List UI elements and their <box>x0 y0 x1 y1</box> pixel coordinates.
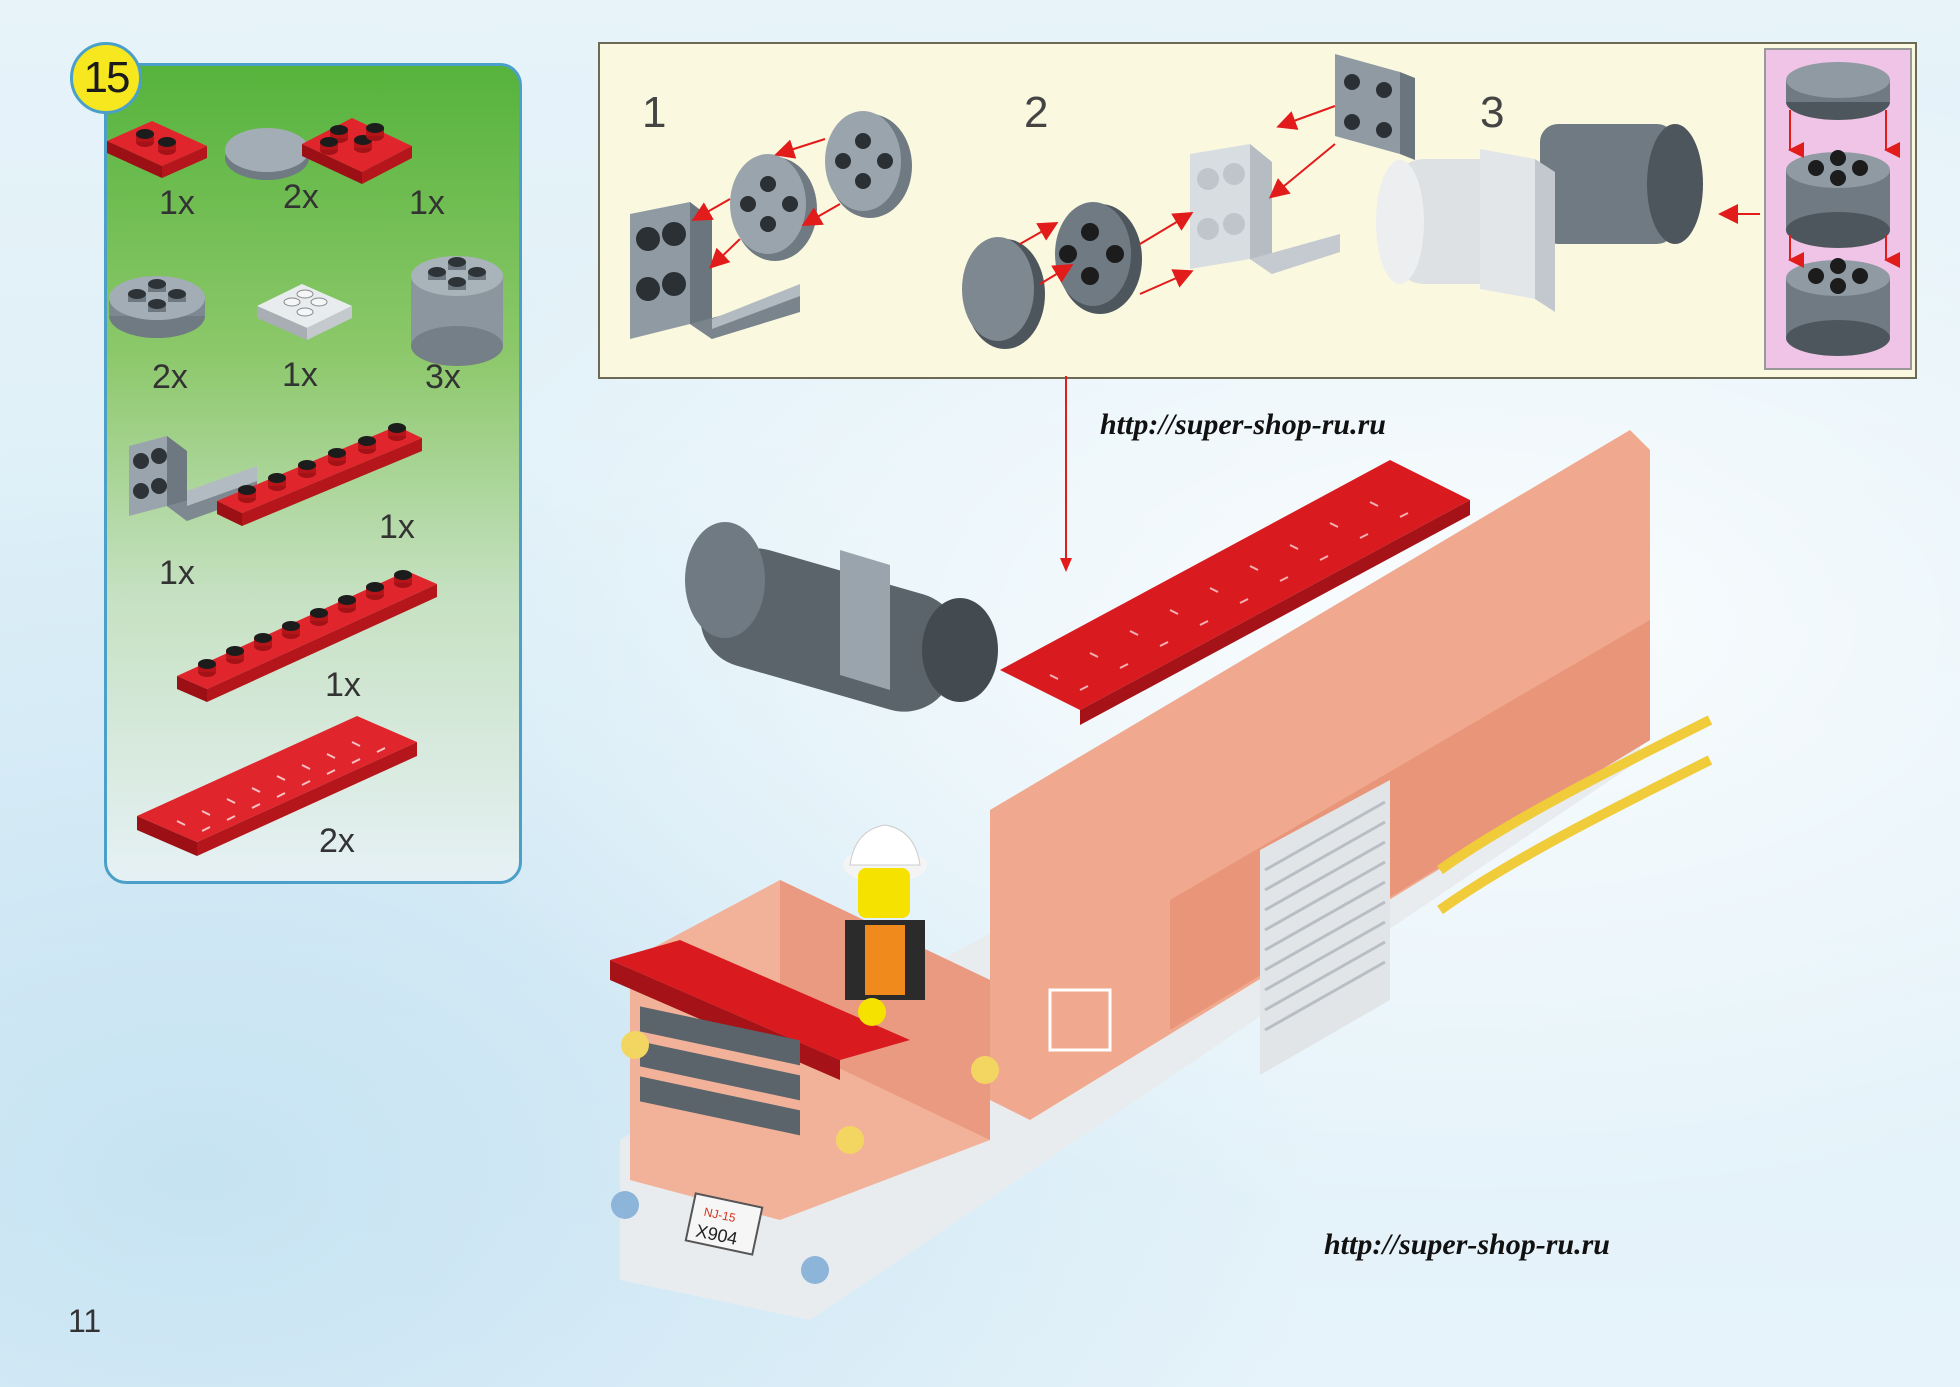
round-brick-stack-callout <box>1764 48 1912 370</box>
step-number-badge: 15 <box>70 42 142 114</box>
part-round-tile-grey <box>225 128 309 180</box>
truck-license-plate: NJ-15 X904 <box>684 1192 764 1256</box>
sub-step-2-plate-2x2 <box>1335 54 1415 160</box>
sub-step-3-assembly <box>1376 124 1703 312</box>
truck-grille <box>640 1006 800 1136</box>
connector-arrow <box>1060 376 1072 572</box>
sub-step-1-bracket <box>630 202 800 339</box>
part-round-brick-grey <box>411 256 503 366</box>
part-qty: 1x <box>409 184 445 222</box>
truck-bumper-light <box>611 1191 639 1219</box>
part-qty: 1x <box>159 184 195 222</box>
truck-headlight <box>836 1126 864 1154</box>
part-plate-1x2-red <box>107 121 207 178</box>
sub-assembly-illustrations <box>630 54 1760 349</box>
truck-body <box>990 430 1650 1120</box>
sub-assembly-box: 1 2 3 <box>598 42 1917 379</box>
fire-truck-model: NJ-15 X904 <box>610 430 1713 1320</box>
truck-tank <box>685 522 998 712</box>
step-number: 15 <box>83 53 131 102</box>
sub-step-1-round-plate <box>825 111 912 218</box>
part-plate-1x8-red <box>177 570 437 702</box>
part-qty: 2x <box>319 822 355 860</box>
firefighter-minifigure <box>843 824 927 1026</box>
part-qty: 1x <box>325 666 361 704</box>
part-tread-plate-red <box>137 716 417 856</box>
sub-step-label: 1 <box>642 88 667 137</box>
part-bracket-grey <box>129 436 257 521</box>
round-brick-stack <box>1786 62 1900 356</box>
sub-step-label: 3 <box>1480 88 1505 137</box>
parts-illustrations <box>107 118 503 856</box>
plate-top-text: NJ-15 <box>703 1205 738 1225</box>
page-number: 11 <box>68 1303 102 1339</box>
sub-step-2-round-tile <box>962 237 1045 349</box>
truck-emblem <box>1048 988 1112 1052</box>
part-plate-1x6-red <box>217 423 422 526</box>
truck-bumper-light <box>801 1256 829 1284</box>
part-qty: 3x <box>425 358 461 396</box>
part-plate-2x2-red <box>302 118 412 184</box>
parts-list-panel: 1x 2x 1x 2x 1x 3x 1x 1x 1x 2x <box>104 63 522 884</box>
sub-step-label: 2 <box>1024 88 1049 137</box>
truck-headlight <box>621 1031 649 1059</box>
sub-step-1-round-plate <box>730 154 817 261</box>
sub-step-2-round-plate <box>1055 202 1142 314</box>
sub-step-2-bracket-light <box>1190 144 1340 274</box>
part-qty: 1x <box>282 356 318 394</box>
part-plate-2x2-light-grey <box>257 284 352 340</box>
truck-headlight <box>971 1056 999 1084</box>
part-round-plate-grey <box>109 276 205 338</box>
truck-hoses <box>1437 715 1713 915</box>
part-qty: 1x <box>159 554 195 592</box>
part-qty: 2x <box>152 358 188 396</box>
watermark-url: http://super-shop-ru.ru <box>1324 1228 1610 1261</box>
part-qty: 1x <box>379 508 415 546</box>
watermark-url: http://super-shop-ru.ru <box>1100 408 1386 441</box>
truck-tread-plates <box>1000 460 1470 710</box>
part-qty: 2x <box>283 178 319 216</box>
